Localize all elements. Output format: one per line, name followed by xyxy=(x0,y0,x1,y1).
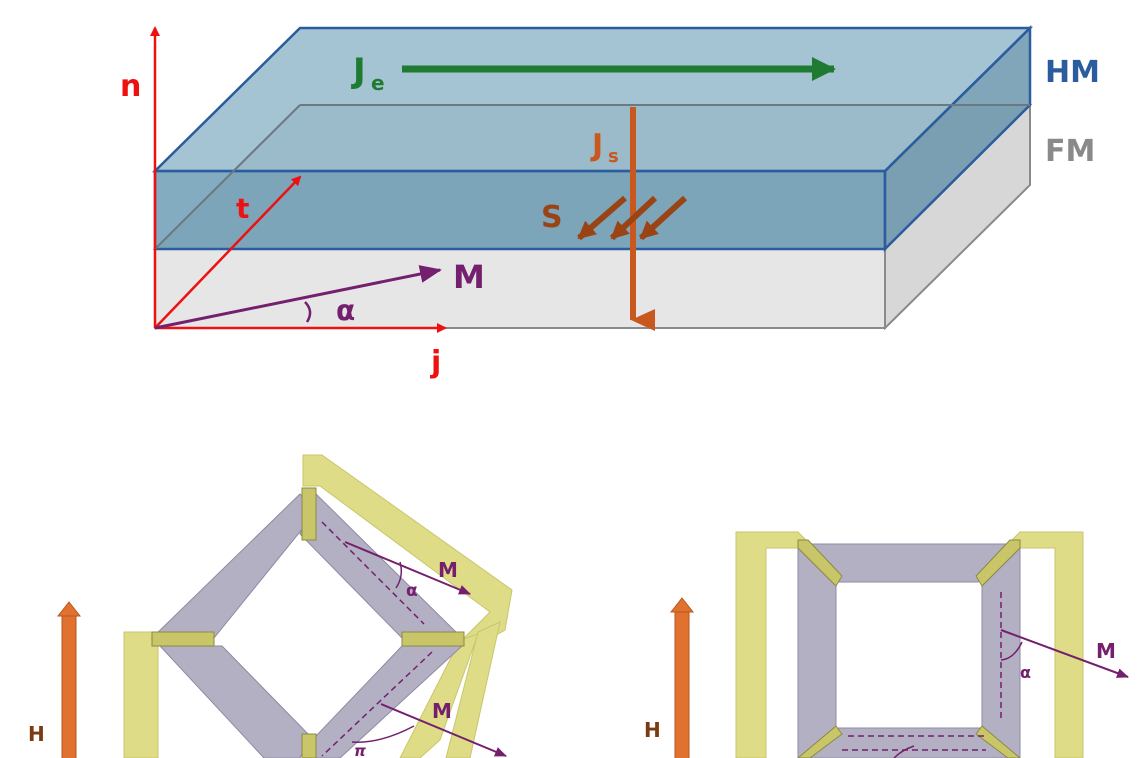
contact-wires-left xyxy=(123,454,513,758)
h-field-arrow-right xyxy=(669,597,695,758)
hm-front-face xyxy=(153,169,887,251)
hm-label: HM xyxy=(1045,55,1100,90)
h-field-label-left: H xyxy=(28,722,45,746)
spin-current-label: J s xyxy=(590,128,619,167)
junction-top xyxy=(301,487,317,541)
axis-t-arrow xyxy=(154,175,302,329)
je-label-main: J xyxy=(351,51,366,91)
js-label-main: J xyxy=(590,128,603,163)
alpha-label-upper: α xyxy=(406,581,418,601)
h-field-arrow-left xyxy=(56,601,82,758)
magnetization-arrow-lower xyxy=(380,703,507,757)
pi-arc xyxy=(351,725,415,743)
h-arrow-head xyxy=(669,597,695,613)
easy-axis-upper xyxy=(321,521,425,625)
corner-top-left xyxy=(797,539,843,587)
junction-bottom xyxy=(301,733,317,758)
junctions-right xyxy=(797,539,1021,758)
fm-front-face xyxy=(154,248,886,329)
bar-upper-left xyxy=(150,493,317,639)
spin-polarization-label: S xyxy=(541,200,563,235)
ring-bars-left xyxy=(150,493,464,758)
magnetization-label-lower: M xyxy=(432,699,452,723)
hm-fm-interface-left xyxy=(154,104,301,250)
bottom-arc xyxy=(893,745,915,758)
corner-bottom-left xyxy=(797,725,843,758)
h-arrow-shaft xyxy=(61,613,77,758)
top-diagram: n t j M α J e J s S HM FM xyxy=(120,25,1100,380)
spin-arrow-2 xyxy=(609,195,658,241)
magnetization-label: M xyxy=(1096,639,1116,663)
junction-right xyxy=(401,631,465,647)
hm-top-face xyxy=(151,26,1034,173)
bottom-right-diagram: H M α xyxy=(644,531,1129,758)
alpha-label: α xyxy=(336,294,355,327)
bar-lower-left xyxy=(158,645,311,758)
alpha-arc-upper xyxy=(395,561,403,589)
magnetization-arrow xyxy=(1000,629,1129,678)
hm-layer xyxy=(151,25,1034,253)
axis-j-label: j xyxy=(430,345,441,380)
spin-arrow-1 xyxy=(577,195,627,241)
corner-bottom-right xyxy=(975,725,1021,758)
pi-label: π xyxy=(354,742,366,758)
js-label-sub: s xyxy=(608,146,619,167)
spin-arrow-3 xyxy=(638,195,688,241)
h-field-label-right: H xyxy=(644,718,661,742)
easy-axis-lower xyxy=(321,651,433,757)
junctions-left xyxy=(151,487,465,758)
axis-t-label: t xyxy=(236,192,249,225)
junction-left xyxy=(151,631,215,647)
h-arrow-shaft xyxy=(674,609,690,758)
magnetization-arrow-upper xyxy=(344,541,471,595)
fm-label: FM xyxy=(1045,134,1095,169)
magnetization-label: M xyxy=(453,258,485,296)
wire-right-fan xyxy=(445,621,501,758)
spin-polarization-arrows xyxy=(577,195,688,241)
magnetization-arrow xyxy=(154,265,442,330)
bottom-left-diagram: H M α M π xyxy=(28,454,513,758)
magnetization-label-upper: M xyxy=(438,558,458,582)
corner-top-right xyxy=(975,539,1021,587)
axis-n-label: n xyxy=(120,69,141,104)
wire-right-fan-2 xyxy=(399,633,479,758)
alpha-label: α xyxy=(1020,663,1031,682)
h-arrow-head xyxy=(56,601,82,617)
alpha-arc xyxy=(304,301,312,323)
je-label-sub: e xyxy=(371,71,385,95)
charge-current-label: J e xyxy=(351,51,385,95)
wire-left-u xyxy=(735,531,816,758)
alpha-arc xyxy=(1000,641,1023,661)
